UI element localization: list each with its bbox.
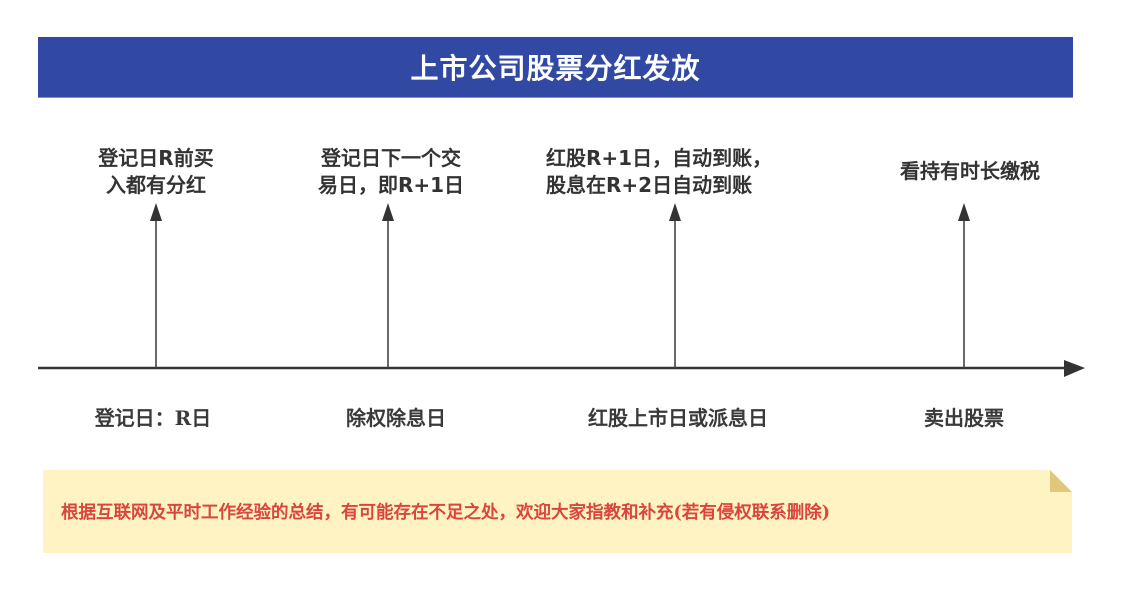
event-2-label: 除权除息日	[346, 406, 446, 430]
event-4-description: 看持有时长缴税	[900, 159, 1040, 183]
folded-corner-icon	[1050, 470, 1072, 492]
event-1-description: 登记日R前买 入都有分红	[98, 146, 214, 197]
arrow-up-icon	[150, 203, 162, 221]
event-arrow-4	[958, 203, 970, 368]
event-3-description: 红股R+1日，自动到账， 股息在R+2日自动到账	[546, 146, 773, 197]
title-banner: 上市公司股票分红发放	[38, 37, 1073, 98]
arrow-up-icon	[958, 203, 970, 221]
event-arrow-1	[150, 203, 162, 368]
axis-arrowhead-icon	[1064, 360, 1085, 377]
disclaimer-note: 根据互联网及平时工作经验的总结，有可能存在不足之处，欢迎大家指教和补充(若有侵权…	[43, 470, 1072, 553]
event-arrow-3	[669, 203, 681, 368]
event-arrow-2	[382, 203, 394, 368]
event-3-label: 红股上市日或派息日	[588, 406, 768, 430]
event-2-description: 登记日下一个交 易日，即R+1日	[317, 146, 465, 197]
disclaimer-text: 根据互联网及平时工作经验的总结，有可能存在不足之处，欢迎大家指教和补充(若有侵权…	[61, 503, 831, 523]
arrow-up-icon	[382, 203, 394, 221]
event-4-label: 卖出股票	[924, 406, 1004, 430]
diagram-title: 上市公司股票分红发放	[410, 52, 701, 85]
event-1-label: 登记日：R日	[94, 406, 212, 430]
arrow-up-icon	[669, 203, 681, 221]
